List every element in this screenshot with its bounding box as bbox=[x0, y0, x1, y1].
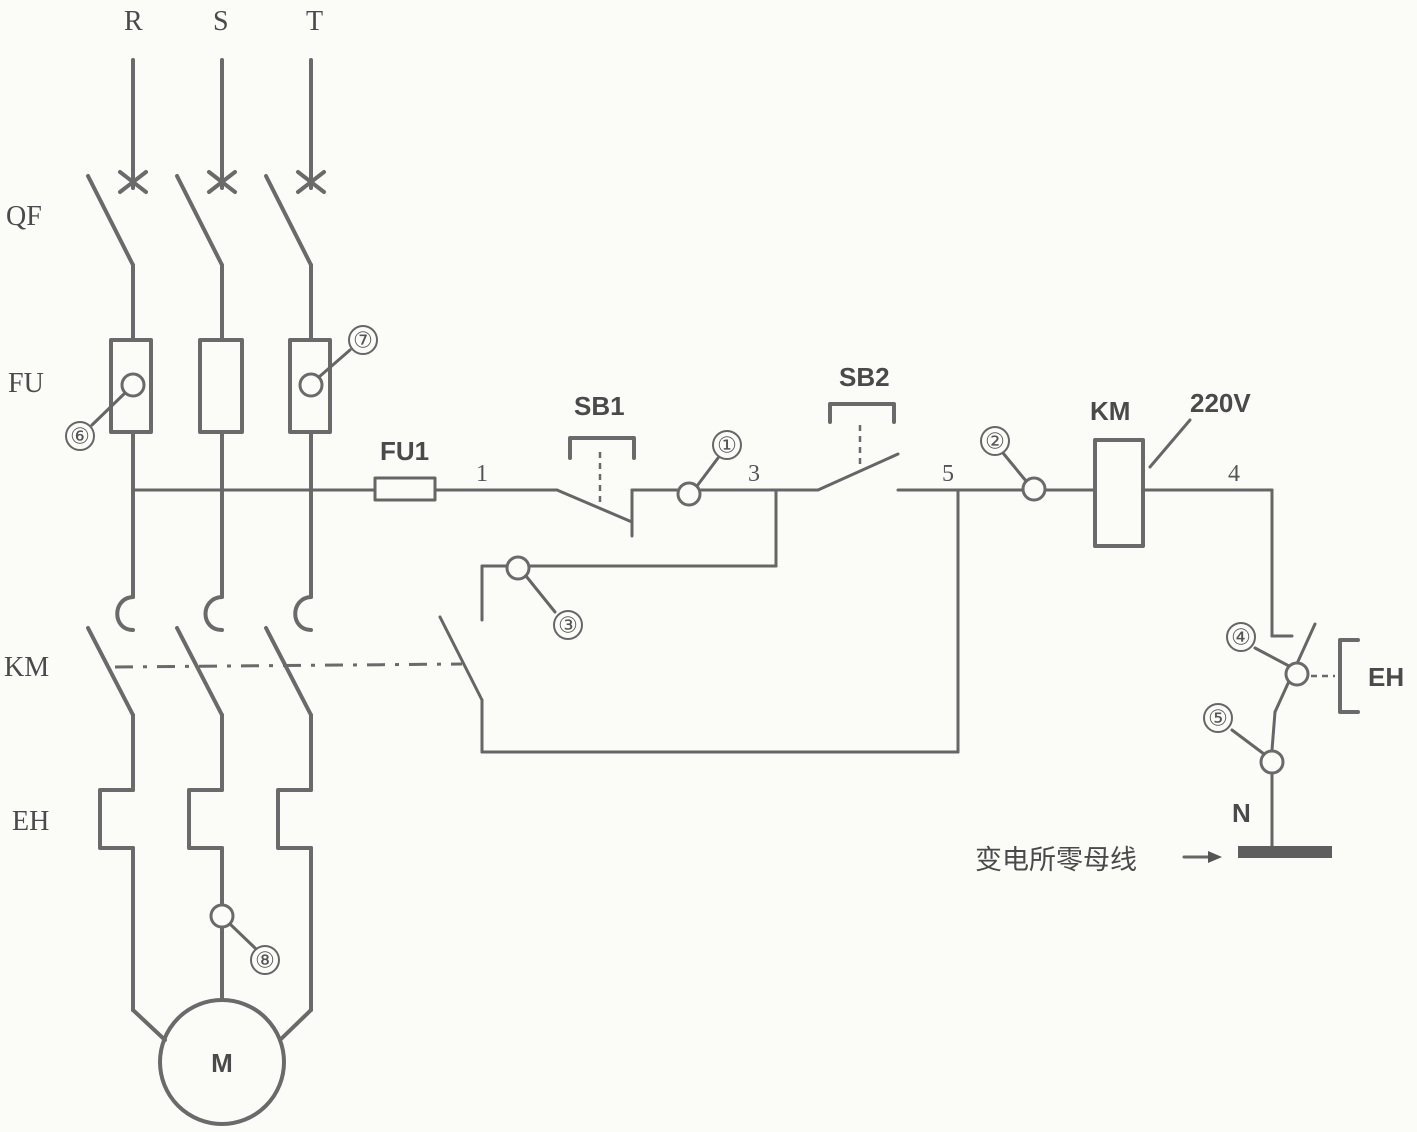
neutral-label: N bbox=[1232, 798, 1251, 828]
eh-thermal-element bbox=[1338, 638, 1360, 714]
km-coil-label: KM bbox=[1090, 396, 1130, 426]
fu1-label: FU1 bbox=[380, 436, 429, 466]
sb2-button bbox=[828, 402, 896, 424]
phase-s-label: S bbox=[213, 6, 229, 37]
sb1-button bbox=[568, 436, 636, 460]
node-1: 1 bbox=[476, 461, 488, 487]
terminal-5 bbox=[1259, 749, 1285, 775]
svg-text:⑤: ⑤ bbox=[1208, 706, 1228, 731]
motor-label: M bbox=[211, 1048, 233, 1078]
terminal-8 bbox=[209, 903, 235, 929]
phase-t-label: T bbox=[306, 6, 323, 37]
terminal-3 bbox=[505, 555, 531, 581]
svg-text:①: ① bbox=[717, 433, 737, 458]
terminal-4 bbox=[1284, 661, 1310, 687]
callout-6: ⑥ bbox=[65, 421, 95, 451]
terminal-1 bbox=[676, 481, 702, 507]
qf-label: QF bbox=[6, 201, 42, 232]
callout-1: ① bbox=[712, 430, 742, 460]
eh-label: EH bbox=[12, 806, 49, 837]
km-mechanical-link bbox=[114, 662, 463, 669]
motor-circle bbox=[158, 998, 286, 1126]
arrow-icon bbox=[1208, 851, 1222, 863]
node-4: 4 bbox=[1228, 461, 1240, 487]
svg-text:⑦: ⑦ bbox=[353, 328, 373, 353]
terminal-2 bbox=[1021, 476, 1047, 502]
svg-text:②: ② bbox=[985, 429, 1005, 454]
sb1-label: SB1 bbox=[574, 391, 625, 421]
eh-relay-label: EH bbox=[1368, 662, 1404, 692]
phase-r-line bbox=[86, 58, 167, 1042]
callout-4: ④ bbox=[1226, 622, 1256, 652]
callout-2: ② bbox=[980, 426, 1010, 456]
callout-3: ③ bbox=[553, 610, 583, 640]
terminal-7 bbox=[298, 372, 324, 398]
sb2-contact bbox=[816, 452, 900, 492]
svg-text:⑧: ⑧ bbox=[255, 948, 275, 973]
km-aux-contact bbox=[438, 615, 484, 702]
svg-text:③: ③ bbox=[558, 613, 578, 638]
svg-text:⑥: ⑥ bbox=[70, 424, 90, 449]
neutral-busbar bbox=[1238, 846, 1332, 858]
node-3: 3 bbox=[748, 461, 760, 487]
svg-text:④: ④ bbox=[1231, 625, 1251, 650]
phase-t-line bbox=[264, 58, 332, 1042]
sb1-contact bbox=[555, 488, 634, 524]
callout-8: ⑧ bbox=[250, 945, 280, 975]
fu-label: FU bbox=[8, 368, 44, 399]
callout-7: ⑦ bbox=[348, 325, 378, 355]
phase-r-label: R bbox=[124, 6, 143, 37]
busbar-label: 变电所零母线 bbox=[975, 845, 1137, 876]
km-coil bbox=[1093, 438, 1145, 548]
callout-5: ⑤ bbox=[1203, 703, 1233, 733]
fu1-fuse bbox=[373, 476, 437, 502]
sb2-label: SB2 bbox=[839, 362, 890, 392]
terminal-6 bbox=[120, 372, 146, 398]
phase-s-line bbox=[175, 58, 244, 1002]
km-label: KM bbox=[4, 652, 49, 683]
node-5: 5 bbox=[942, 461, 954, 487]
control-circuit bbox=[131, 402, 1360, 863]
voltage-label: 220V bbox=[1190, 388, 1251, 418]
